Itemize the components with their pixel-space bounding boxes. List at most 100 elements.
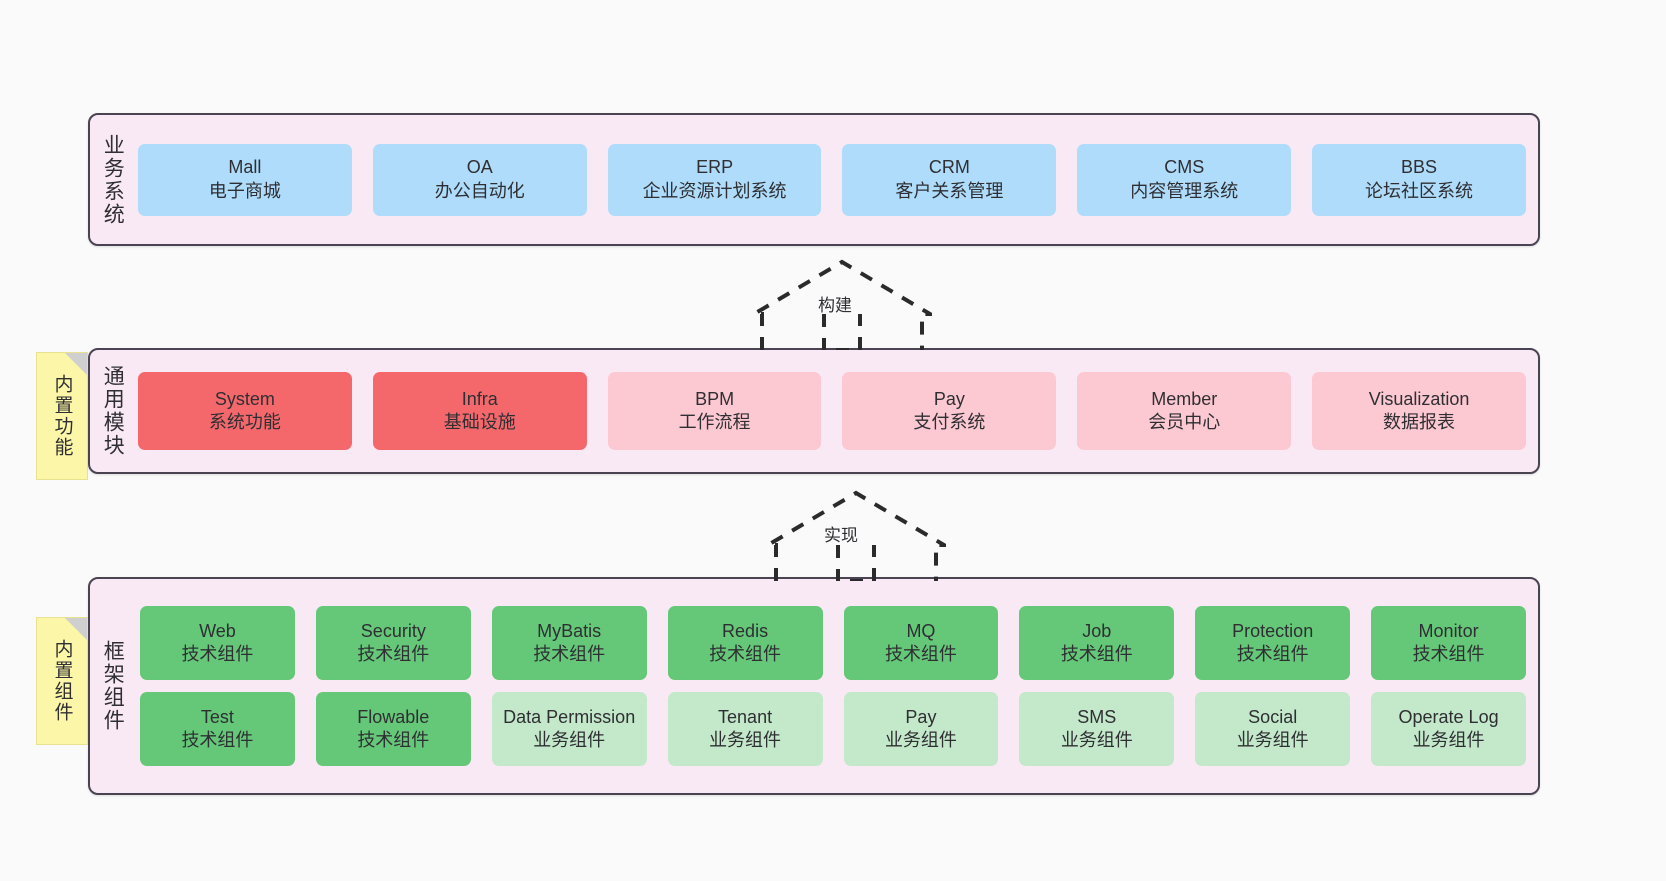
module-desc: 电子商城	[208, 180, 281, 201]
module-name: Data Permission	[503, 706, 636, 727]
module-box-social[interactable]: Social 业务组件	[1195, 692, 1351, 766]
layer-row: System 系统功能 Infra 基础设施 BPM 工作流程 Pay 支付系统…	[138, 372, 1526, 450]
layer-framework-components: 框架组件 Web 技术组件 Security 技术组件 MyBatis 技术组件…	[88, 577, 1540, 795]
layer-business-systems: 业务系统 Mall 电子商城 OA 办公自动化 ERP 企业资源计划系统 CRM…	[88, 113, 1540, 246]
layer-title-common-modules: 通用模块	[101, 365, 125, 457]
module-box-monitor[interactable]: Monitor 技术组件	[1371, 606, 1526, 680]
module-name: Protection	[1232, 620, 1314, 641]
module-box-cms[interactable]: CMS 内容管理系统	[1077, 143, 1292, 216]
module-box-erp[interactable]: ERP 企业资源计划系统	[607, 143, 822, 216]
module-box-pay-component[interactable]: Pay 业务组件	[843, 692, 999, 766]
module-desc: 技术组件	[533, 644, 606, 664]
arrow-label-implement: 实现	[824, 526, 858, 545]
module-name: BBS	[1401, 157, 1438, 178]
module-desc: 技术组件	[357, 644, 430, 664]
module-name: Monitor	[1418, 620, 1479, 641]
module-desc: 数据报表	[1383, 412, 1456, 432]
module-desc: 技术组件	[1060, 644, 1133, 664]
module-name: CRM	[928, 157, 970, 178]
module-name: Social	[1248, 706, 1298, 727]
module-name: Operate Log	[1398, 706, 1499, 727]
module-box-sms[interactable]: SMS 业务组件	[1019, 692, 1175, 766]
module-name: Flowable	[357, 706, 430, 727]
module-name: Pay	[933, 388, 965, 409]
module-desc: 业务组件	[1412, 730, 1485, 750]
layer-row: Test 技术组件 Flowable 技术组件 Data Permission …	[140, 692, 1526, 766]
module-desc: 技术组件	[181, 644, 254, 664]
layer-title-framework-components: 框架组件	[101, 640, 125, 732]
note-fold-icon	[65, 353, 87, 375]
module-box-job[interactable]: Job 技术组件	[1019, 606, 1175, 680]
module-name: Mall	[228, 157, 262, 178]
module-name: MyBatis	[537, 620, 602, 641]
module-box-member[interactable]: Member 会员中心	[1077, 372, 1292, 450]
module-box-infra[interactable]: Infra 基础设施	[372, 372, 587, 450]
module-name: OA	[466, 157, 493, 178]
module-name: SMS	[1077, 706, 1117, 727]
module-desc: 客户关系管理	[895, 180, 1004, 201]
module-box-data-permission[interactable]: Data Permission 业务组件	[491, 692, 647, 766]
module-name: Job	[1082, 620, 1112, 641]
module-desc: 业务组件	[533, 730, 606, 750]
module-name: Pay	[905, 706, 937, 727]
note-builtin-functions: 内置功能	[36, 352, 88, 480]
module-name: BPM	[695, 388, 735, 409]
module-desc: 工作流程	[678, 412, 751, 432]
module-desc: 支付系统	[913, 412, 986, 432]
module-box-protection[interactable]: Protection 技术组件	[1195, 606, 1351, 680]
module-desc: 技术组件	[1412, 644, 1485, 664]
module-box-tenant[interactable]: Tenant 业务组件	[667, 692, 823, 766]
note-label: 内置功能	[51, 374, 73, 458]
module-name: ERP	[696, 157, 734, 178]
module-box-crm[interactable]: CRM 客户关系管理	[842, 143, 1057, 216]
layer-row: Web 技术组件 Security 技术组件 MyBatis 技术组件 Redi…	[140, 606, 1526, 680]
note-builtin-components: 内置组件	[36, 617, 88, 745]
module-desc: 技术组件	[357, 730, 430, 750]
module-desc: 技术组件	[1236, 644, 1309, 664]
module-desc: 业务组件	[884, 730, 957, 750]
module-box-system[interactable]: System 系统功能	[138, 372, 352, 450]
module-desc: 系统功能	[208, 412, 281, 432]
module-desc: 业务组件	[1060, 730, 1133, 750]
module-name: Test	[200, 706, 234, 727]
layer-common-modules: 通用模块 System 系统功能 Infra 基础设施 BPM 工作流程 Pay…	[88, 348, 1540, 474]
note-fold-icon	[65, 618, 87, 640]
module-box-oa[interactable]: OA 办公自动化	[372, 143, 587, 216]
module-box-mq[interactable]: MQ 技术组件	[843, 606, 999, 680]
note-label: 内置组件	[51, 639, 73, 723]
layer-body-framework-components: Web 技术组件 Security 技术组件 MyBatis 技术组件 Redi…	[134, 579, 1538, 793]
module-name: Visualization	[1368, 388, 1470, 409]
module-box-mall[interactable]: Mall 电子商城	[138, 143, 352, 216]
module-desc: 论坛社区系统	[1365, 180, 1474, 201]
layer-row: Mall 电子商城 OA 办公自动化 ERP 企业资源计划系统 CRM 客户关系…	[138, 143, 1526, 216]
module-desc: 技术组件	[709, 644, 782, 664]
arrow-build	[752, 259, 932, 350]
layer-body-business-systems: Mall 电子商城 OA 办公自动化 ERP 企业资源计划系统 CRM 客户关系…	[134, 115, 1538, 244]
module-desc: 基础设施	[443, 412, 516, 432]
module-box-operate-log[interactable]: Operate Log 业务组件	[1371, 692, 1526, 766]
module-desc: 业务组件	[709, 730, 782, 750]
module-box-bbs[interactable]: BBS 论坛社区系统	[1312, 143, 1526, 216]
module-desc: 办公自动化	[434, 180, 525, 201]
module-box-web[interactable]: Web 技术组件	[140, 606, 295, 680]
module-desc: 企业资源计划系统	[642, 180, 787, 201]
module-name: Redis	[722, 620, 769, 641]
module-box-pay[interactable]: Pay 支付系统	[842, 372, 1057, 450]
module-box-visualization[interactable]: Visualization 数据报表	[1312, 372, 1526, 450]
module-box-bpm[interactable]: BPM 工作流程	[607, 372, 822, 450]
module-desc: 会员中心	[1148, 412, 1221, 432]
module-name: System	[214, 388, 275, 409]
module-box-security[interactable]: Security 技术组件	[315, 606, 471, 680]
module-box-test[interactable]: Test 技术组件	[140, 692, 295, 766]
module-desc: 业务组件	[1236, 730, 1309, 750]
module-box-mybatis[interactable]: MyBatis 技术组件	[491, 606, 647, 680]
module-name: MQ	[906, 620, 936, 641]
module-desc: 内容管理系统	[1130, 180, 1239, 201]
module-desc: 技术组件	[181, 730, 254, 750]
arrow-implement	[766, 490, 946, 581]
module-box-flowable[interactable]: Flowable 技术组件	[315, 692, 471, 766]
module-box-redis[interactable]: Redis 技术组件	[667, 606, 823, 680]
layer-body-common-modules: System 系统功能 Infra 基础设施 BPM 工作流程 Pay 支付系统…	[134, 350, 1538, 472]
module-name: Infra	[461, 388, 498, 409]
